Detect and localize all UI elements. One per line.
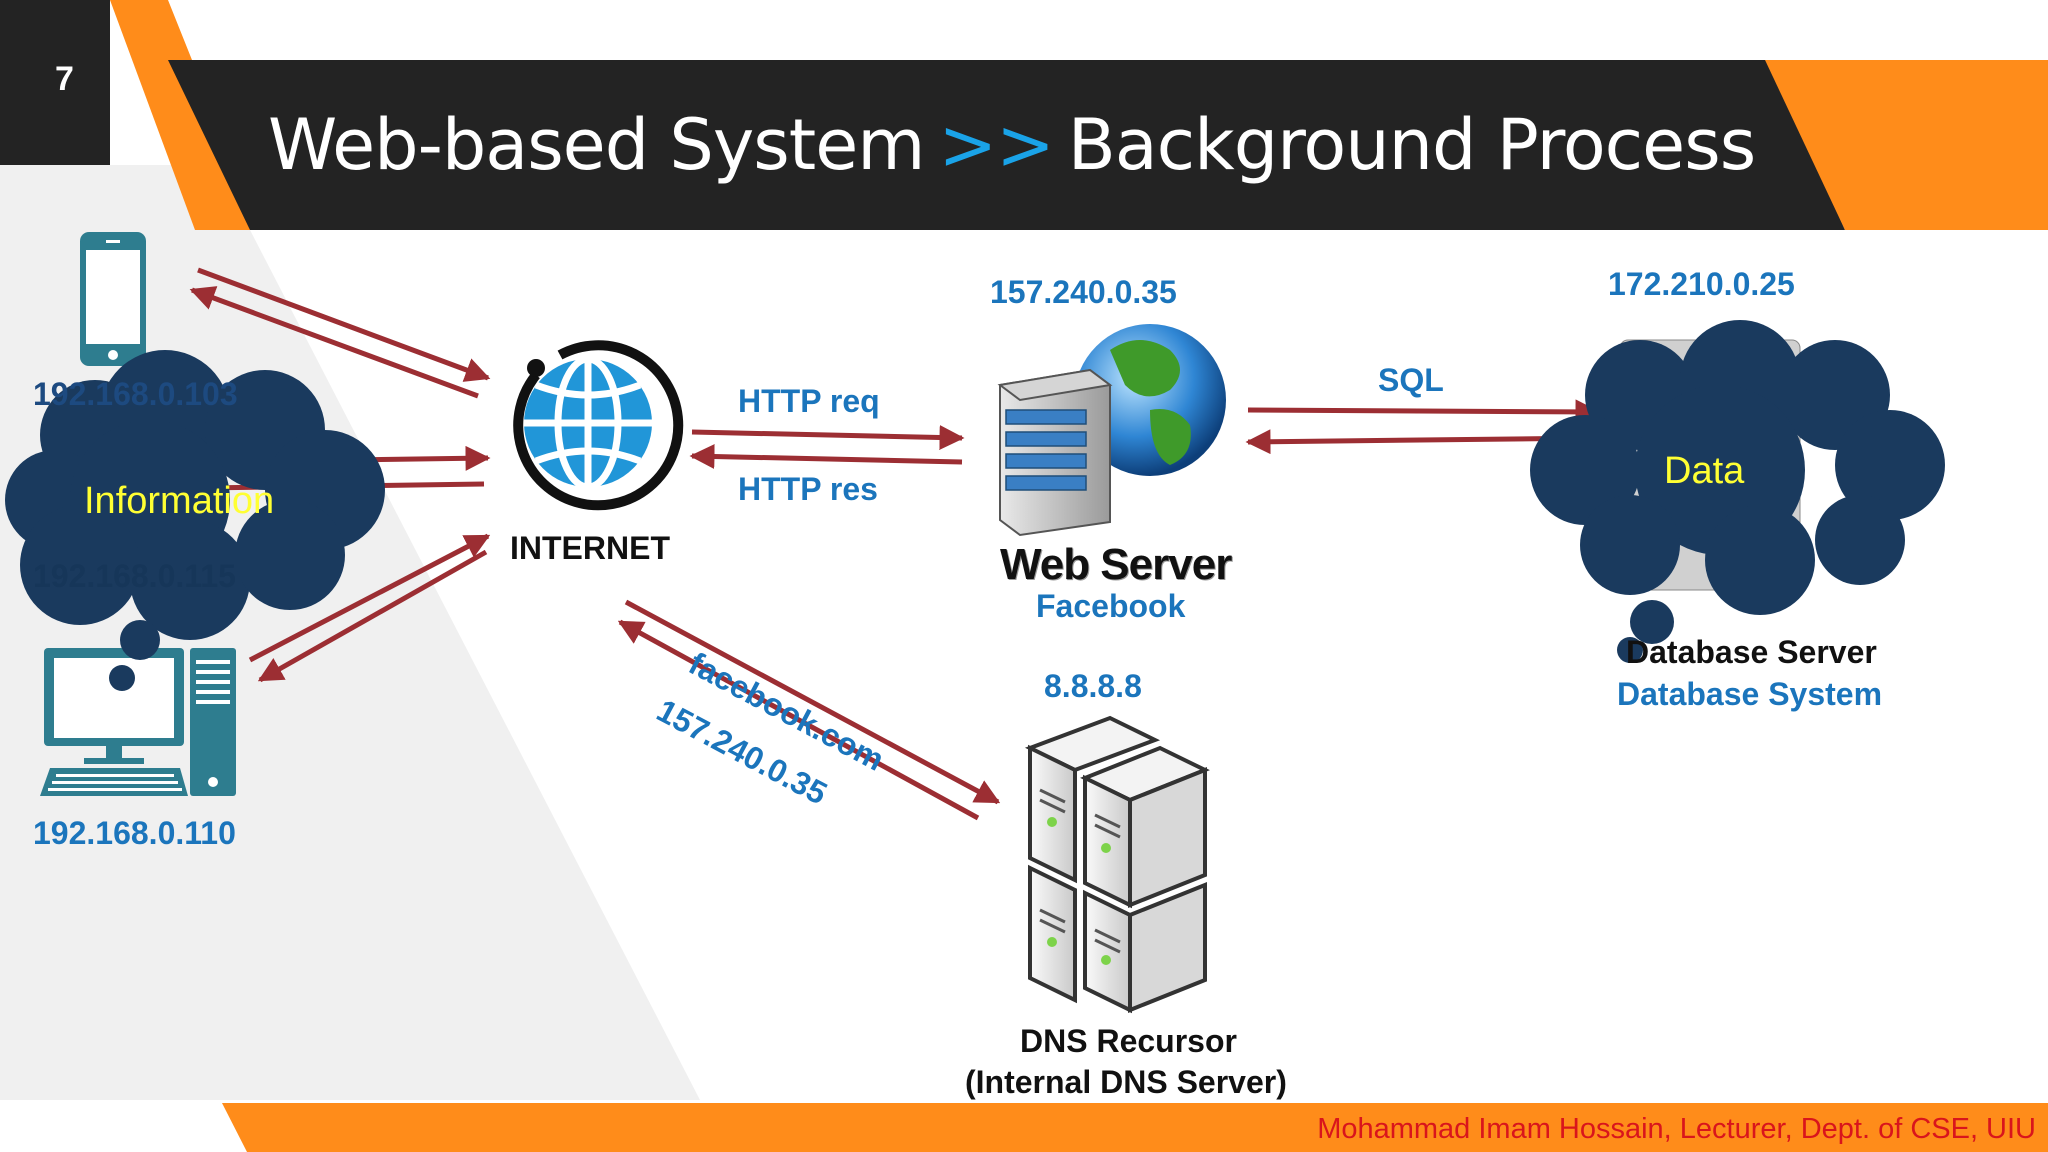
title-part-2: Background Process — [1067, 104, 1756, 186]
http-response-label: HTTP res — [738, 471, 878, 507]
slide-number: 7 — [55, 60, 74, 98]
dns-label-line-2: (Internal DNS Server) — [965, 1064, 1287, 1100]
arrow-sql-result — [1245, 429, 1599, 455]
web-server-icon — [997, 324, 1226, 537]
dns-ip: 8.8.8.8 — [1044, 668, 1142, 704]
arrow-internet-to-desktop — [257, 549, 488, 683]
thought-cloud-left — [5, 350, 385, 691]
thought-cloud-right — [1530, 320, 1945, 663]
sql-label: SQL — [1378, 362, 1444, 398]
footer-bar — [222, 1103, 2048, 1152]
cloud-left-text: Information — [84, 480, 275, 522]
web-server-sublabel: Facebook — [1036, 588, 1186, 624]
title-separator: >> — [938, 104, 1054, 186]
title-part-1: Web-based System — [268, 104, 925, 186]
desktop-computer-icon — [40, 648, 236, 796]
web-server-ip: 157.240.0.35 — [990, 274, 1177, 310]
internet-globe-icon — [513, 340, 684, 511]
arrow-http-response — [689, 444, 963, 469]
internet-label: INTERNET — [510, 530, 670, 566]
footer-credit: Mohammad Imam Hossain, Lecturer, Dept. o… — [1317, 1113, 2036, 1145]
desktop-ip-label: 192.168.0.110 — [33, 815, 236, 851]
laptop-ip-label: 192.168.0.115 — [33, 558, 236, 594]
arrow-internet-to-phone — [189, 286, 479, 399]
arrow-desktop-to-internet — [248, 533, 491, 663]
phone-ip-label: 192.168.0.103 — [33, 376, 238, 412]
cloud-right-text: Data — [1664, 450, 1745, 492]
arrow-sql-query — [1247, 399, 1601, 425]
header-banner — [0, 0, 2048, 230]
arrow-phone-to-internet — [197, 267, 491, 382]
arrow-dns-answer — [617, 619, 980, 821]
arrow-http-request — [691, 425, 965, 450]
arrow-dns-query — [624, 599, 1001, 805]
database-server-ip: 172.210.0.25 — [1608, 266, 1795, 302]
page-title: Web-based System>>Background Process — [268, 104, 1756, 186]
dns-server-icon — [1024, 715, 1210, 1014]
dns-label-line-1: DNS Recursor — [1020, 1023, 1237, 1059]
http-request-label: HTTP req — [738, 383, 880, 419]
database-system-label: Database System — [1617, 676, 1883, 712]
smartphone-icon — [80, 232, 146, 366]
database-server-label: Database Server — [1626, 634, 1877, 670]
web-server-label: Web Server — [1000, 540, 1232, 589]
